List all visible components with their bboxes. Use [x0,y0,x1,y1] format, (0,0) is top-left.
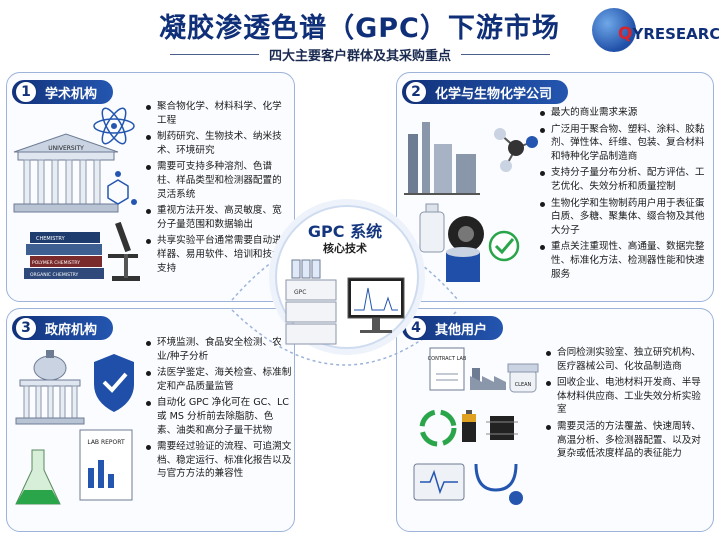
list-item: 最大的商业需求来源 [540,106,708,120]
other-users-illustration: CONTRACT LAB CLEAN [413,347,539,505]
logo-text: QYRESEARCH [618,24,719,44]
badge-number: 2 [405,81,427,103]
page-title: 凝胶渗透色谱（GPC）下游市场 [159,13,560,44]
bottle-icon [419,203,445,253]
flask-icon [15,449,61,505]
list-item: 广泛用于聚合物、塑料、涂料、胶黏剂、弹性体、纤维、包装、复合材料和特种化学品制造… [540,123,708,164]
list-item: 合同检测实验室、独立研究机构、医疗器械公司、化妆品制造商 [546,346,708,373]
list-item: 自动化 GPC 净化可在 GC、LC 或 MS 分析前去除脂肪、色素、油类和高分… [146,396,292,437]
badge-chemical-companies: 2 化学与生物化学公司 [402,80,569,104]
badge-title: 政府机构 [45,322,98,338]
shield-check-icon [94,354,134,412]
university-building-icon [13,133,119,213]
gpc-system-subtitle: 核心技术 [323,242,367,255]
contract-document-icon [429,347,465,391]
government-list: 环境监测、食品安全检测、农业/种子分析 法医学鉴定、海关检查、标准制定和产品质量… [146,336,292,484]
computer-monitor-icon [347,277,405,333]
government-illustration: LAB REPORT [15,350,134,505]
list-item: 重点关注重现性、高通量、数据完整性、标准化方法、检测器性能和快速服务 [540,240,708,281]
badge-other-users: 4 其他用户 [402,316,504,340]
list-item: 回收企业、电池材料开发商、半导体材料供应商、工业失效分析实验室 [546,376,708,417]
university-sign: UNIVERSITY [48,145,84,152]
gpc-instrument-stack-icon [285,279,337,345]
report-label: LAB REPORT [87,439,125,446]
book-label: ORGANIC CHEMISTRY [30,272,79,278]
recycle-icon [419,409,457,447]
list-item: 环境监测、食品安全检测、农业/种子分析 [146,336,292,363]
instrument-label: GPC [294,289,306,296]
list-item: 需要经过验证的流程、可追溯文档、稳定运行、标准化报告以及与官方方法的兼容性 [146,440,292,481]
divider [461,53,551,55]
list-item: 需要可支持多种溶剂、色谱柱、样品类型和检测器配置的灵活系统 [146,160,290,201]
academic-illustration: UNIVERSITY CHEMISTRY POLYMER CHEMISTRY O… [13,107,140,281]
list-item: 共享实验平台通常需要自动进样器、易用软件、培训和技术支持 [146,234,290,275]
checkmark-icon [488,230,520,262]
list-item: 法医学鉴定、海关检查、标准制定和产品质量监管 [146,366,292,393]
page-subtitle: 四大主要客户群体及其采购重点 [269,48,452,64]
badge-title: 其他用户 [435,322,488,338]
microchip-icon [486,416,518,440]
list-item: 生物化学和生物制药用户用于表征蛋白质、多糖、聚集体、缀合物及其他大分子 [540,197,708,238]
list-item: 制药研究、生物技术、纳米技术、环境研究 [146,130,290,157]
lab-report-icon [79,429,133,501]
molecule-model-icon [494,128,538,172]
capitol-building-icon [15,350,85,425]
gpc-system-title: GPC 系统 [307,222,383,241]
factory-icon [470,368,506,390]
gpc-instrument-illustration: GPC [285,259,405,345]
book-label: POLYMER CHEMISTRY [32,260,80,266]
list-item: 聚合物化学、材料科学、化学工程 [146,100,290,127]
factory-icon [404,122,480,195]
qyresearch-logo: QYRESEARCH [586,6,719,58]
list-item: 重视方法开发、高灵敏度、宽分子量范围和数据输出 [146,204,290,231]
stethoscope-icon [474,463,523,505]
contract-label: CONTRACT LAB [428,356,467,362]
list-item: 需要灵活的方法覆盖、快速周转、高温分析、多检测器配置、以及对复杂或低浓度样品的表… [546,420,708,461]
jar-label: CLEAN [515,382,532,388]
globe-icon [592,8,636,52]
other-users-list: 合同检测实验室、独立研究机构、医疗器械公司、化妆品制造商 回收企业、电池材料开发… [546,346,708,464]
badge-government: 3 政府机构 [12,316,114,340]
paint-can-icon [446,247,480,282]
badge-number: 3 [15,317,37,339]
badge-academic: 1 学术机构 [12,80,114,104]
books-icon [24,232,104,279]
academic-list: 聚合物化学、材料科学、化学工程 制药研究、生物技术、纳米技术、环境研究 需要可支… [146,100,290,278]
divider [170,53,259,55]
subtitle-row: 四大主要客户群体及其采购重点 [170,44,551,64]
book-label: CHEMISTRY [36,236,66,242]
list-item: 支持分子量分布分析、配方评估、工艺优化、失效分析和质量控制 [540,166,708,193]
badge-title: 化学与生物化学公司 [435,86,553,102]
medical-monitor-icon [413,463,465,501]
molecule-icon [107,171,137,205]
tire-icon [448,216,484,252]
solvent-bottles-icon [291,259,321,279]
cosmetic-jar-icon [507,363,539,393]
chemical-list: 最大的商业需求来源 广泛用于聚合物、塑料、涂料、胶黏剂、弹性体、纤维、包装、复合… [540,106,708,284]
chemical-illustration [404,122,538,282]
microscope-icon [108,221,140,281]
atom-icon [93,107,135,145]
badge-number: 4 [405,317,427,339]
badge-number: 1 [15,81,37,103]
battery-icon [462,410,476,442]
badge-title: 学术机构 [45,86,98,102]
